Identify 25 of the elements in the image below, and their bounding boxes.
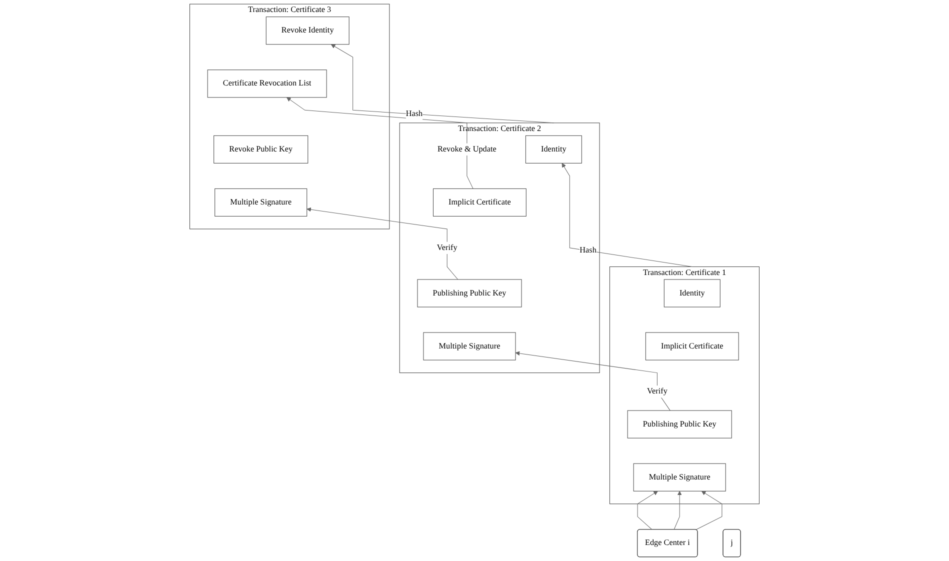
node-box: Revoke Identity	[266, 16, 350, 45]
node-box: Implicit Certificate	[433, 188, 526, 216]
edge-label: Revoke & Update	[437, 144, 496, 154]
node-box: Multiple Signature	[214, 188, 308, 216]
node-box: Certificate Revocation List	[207, 70, 327, 98]
node-box: Revoke Public Key	[214, 135, 308, 164]
arrow	[696, 490, 722, 530]
arrow	[306, 207, 458, 280]
arrow	[674, 490, 682, 530]
node-box: Multiple Signature	[423, 332, 516, 360]
edge-label: Hash	[580, 246, 596, 255]
node-box: Identity	[664, 279, 720, 308]
node-box: Publishing Public Key	[627, 410, 732, 438]
arrow	[330, 44, 554, 124]
node-box: Identity	[525, 135, 582, 164]
node-box: Publishing Public Key	[417, 279, 522, 308]
edge-label: Hash	[406, 109, 423, 118]
edge-label: Verify	[647, 387, 668, 396]
edge-label: Verify	[436, 243, 458, 252]
arrow	[286, 97, 474, 189]
node-box: Implicit Certificate	[645, 332, 739, 360]
arrow	[515, 351, 670, 411]
arrow	[637, 490, 658, 530]
arrow	[562, 163, 692, 267]
node-box: Multiple Signature	[633, 463, 726, 492]
